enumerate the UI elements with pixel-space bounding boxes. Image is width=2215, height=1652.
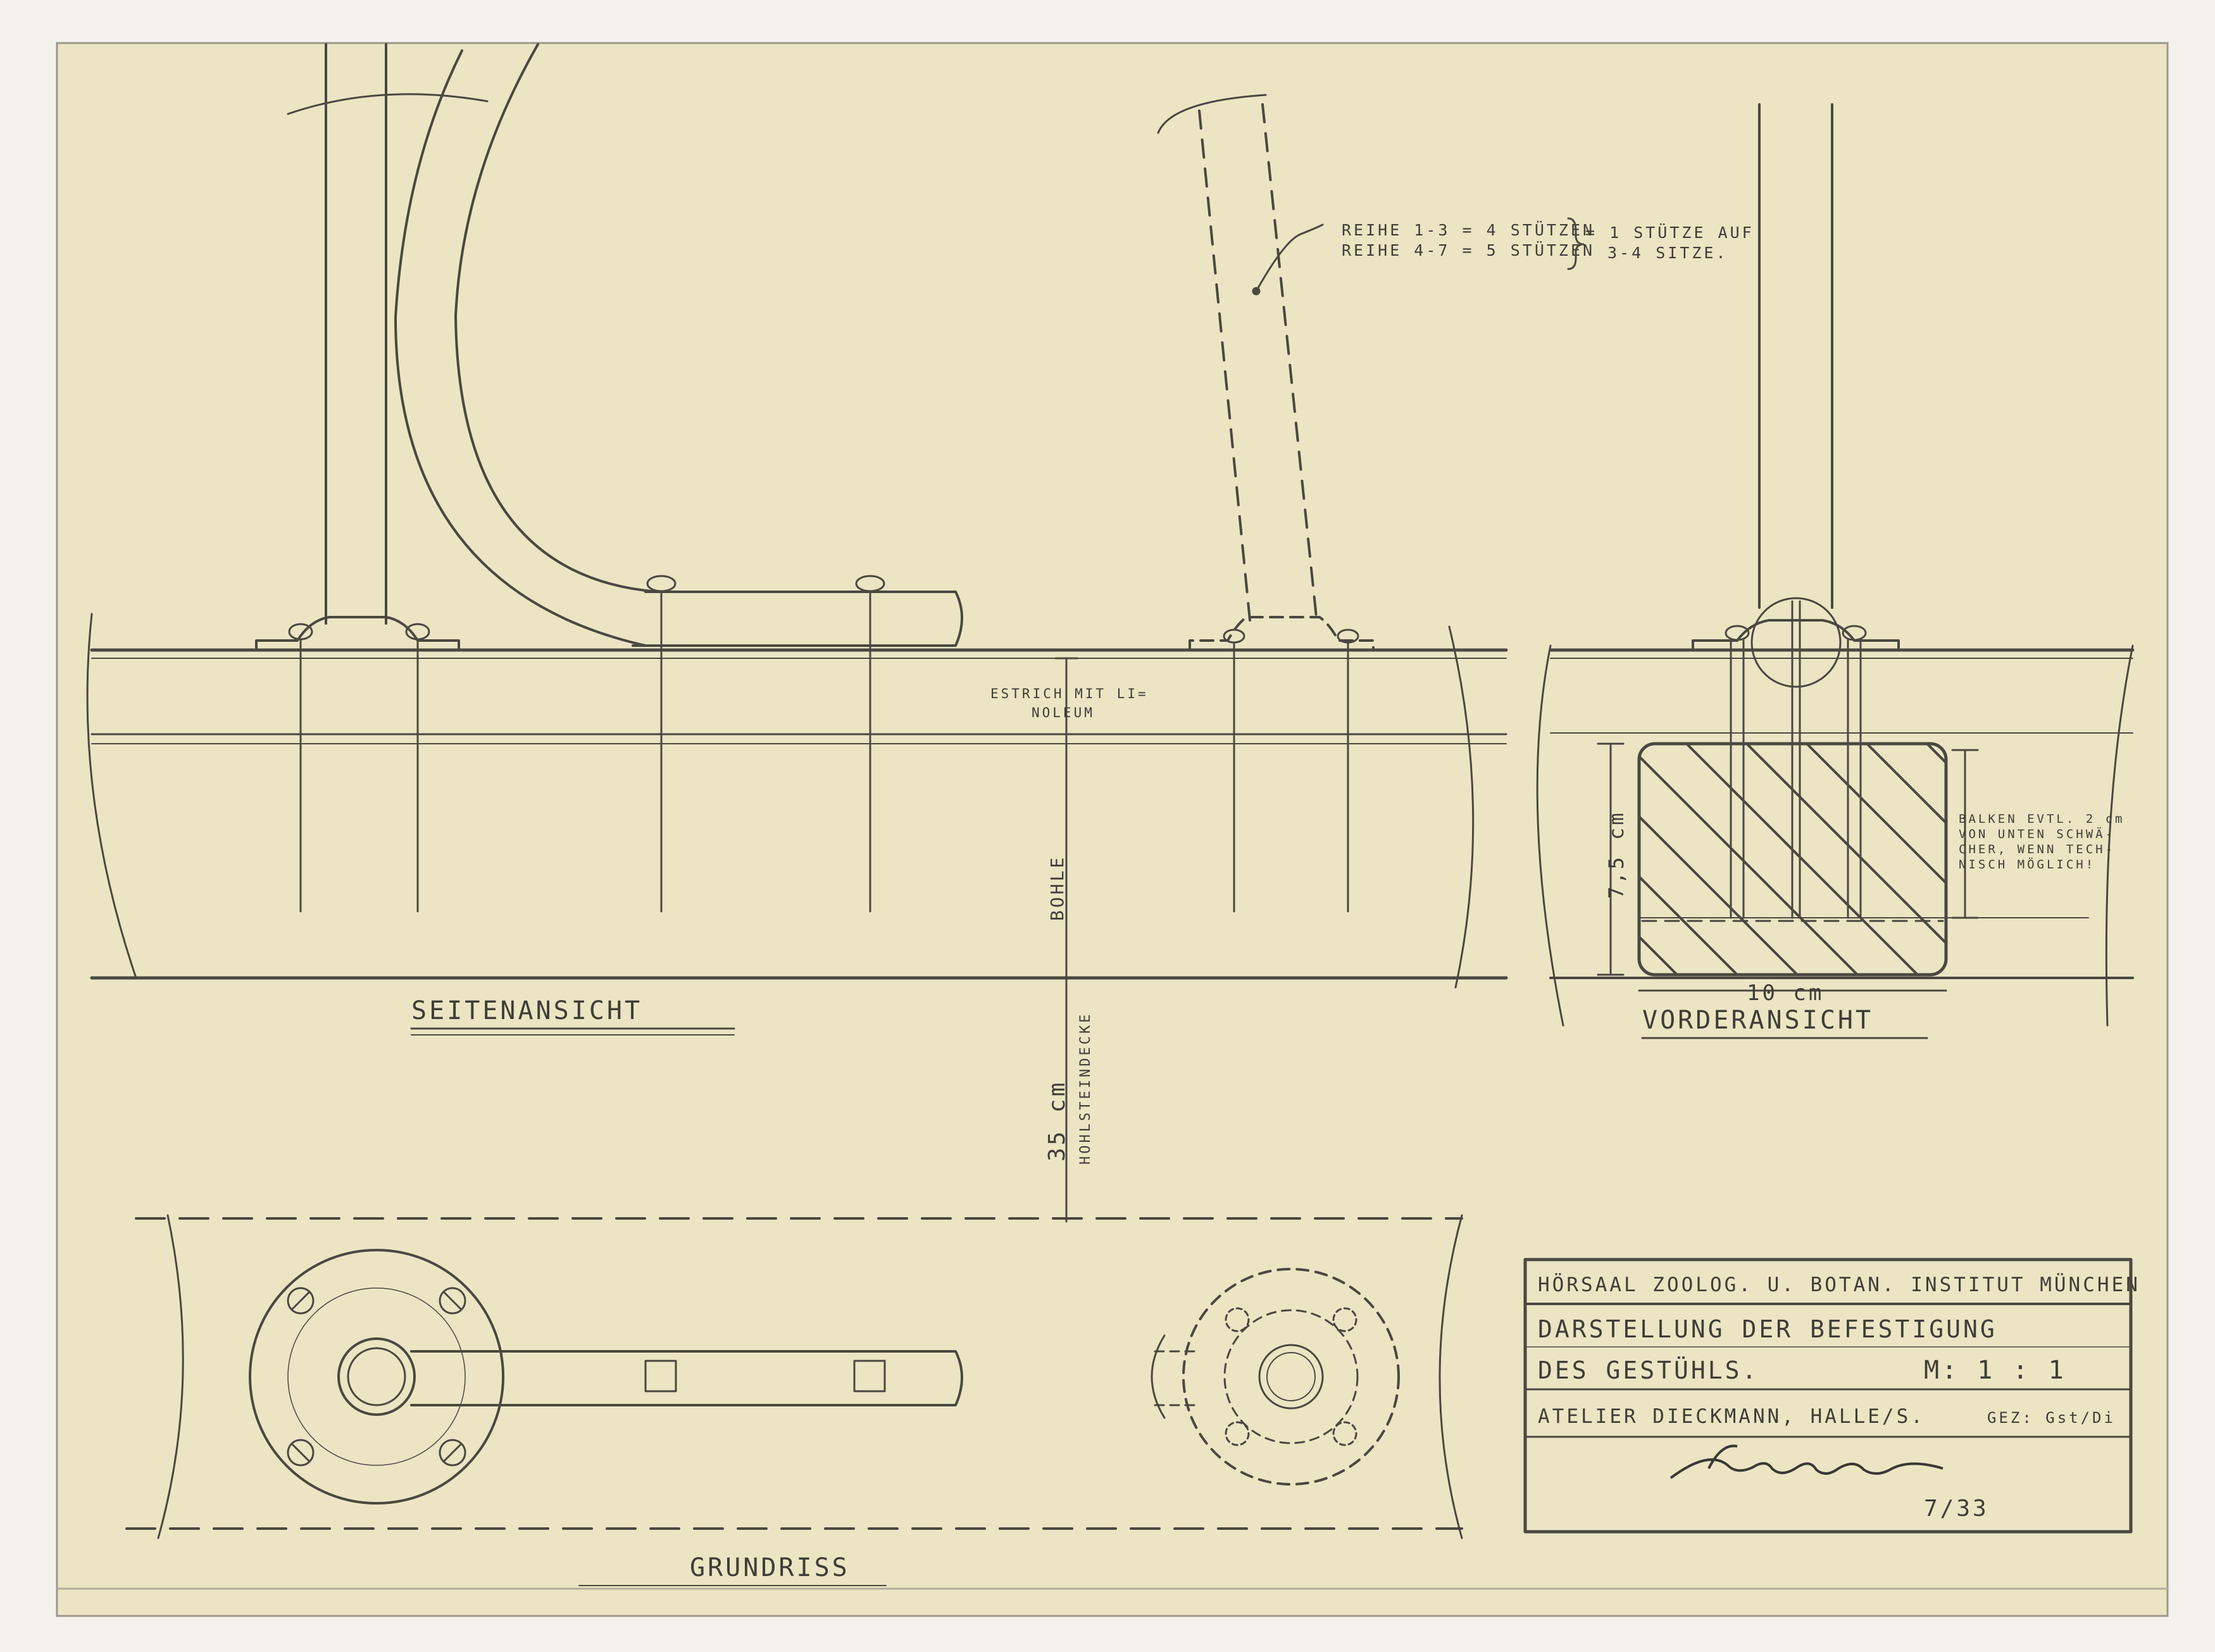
screw-top (439, 1439, 466, 1467)
hatch-line (1685, 744, 1919, 975)
leg-tube-outer (337, 1337, 416, 1416)
runner-inner (454, 43, 659, 593)
beam-hatching (1639, 744, 1946, 975)
leg-tube-inner (347, 1347, 406, 1406)
screw-top (439, 1287, 466, 1315)
screw-top (1332, 1421, 1357, 1446)
signature (1669, 1444, 1944, 1479)
screw-top (1225, 1421, 1250, 1446)
support-note: REIHE 1-3 = 4 STÜTZEN REIHE 4-7 = 5 STÜT… (1342, 217, 1754, 270)
base-plate (255, 616, 460, 651)
screw-slot (291, 1291, 310, 1310)
client-text: HÖRSAAL ZOOLOG. U. BOTAN. INSTITUT MÜNCH… (1538, 1273, 2140, 1296)
base-plate-dashed (1189, 616, 1375, 651)
front-view-title: VORDERANSICHT (1642, 1006, 1873, 1035)
beam-note-4: NISCH MÖGLICH! (1959, 857, 2095, 872)
hatch-line (1806, 744, 1946, 975)
hatch-line (1639, 744, 1738, 975)
side-view-title: SEITENANSICHT (411, 996, 642, 1025)
screed-label-2: NOLEUM (1032, 705, 1095, 720)
title-line-1: DARSTELLUNG DER BEFESTIGUNG (1538, 1315, 1997, 1343)
screw-slot (443, 1291, 462, 1310)
screw-head (1842, 625, 1867, 641)
runner-hole (853, 1360, 886, 1392)
date-text: 7/33 (1924, 1496, 1989, 1522)
leg-break-curve (287, 93, 489, 115)
tracing-paper (56, 42, 2169, 1617)
plan-view (125, 1214, 1463, 1539)
plan-break-left (157, 1214, 184, 1539)
round-base-dashed (1182, 1268, 1400, 1486)
hatch-line (1639, 744, 1799, 975)
drawn-by-text: GEZ: Gst/Di (1987, 1409, 2116, 1427)
hatch-line (1866, 744, 1946, 975)
screw-slot (443, 1443, 462, 1462)
beam-section (1637, 742, 1948, 977)
hatch-line (1745, 744, 1946, 975)
screw-slot (291, 1443, 310, 1462)
title-block-frame (1523, 1258, 2133, 1534)
front-break-right (2105, 644, 2134, 1027)
left-break-line (86, 613, 137, 979)
front-base-plate (1692, 619, 1900, 651)
screw-group-side (288, 575, 885, 913)
screw-top (1225, 1307, 1250, 1332)
runner-outer (394, 49, 647, 647)
beam-note-3: CHER, WENN TECH- (1959, 842, 2115, 856)
note-leader (1255, 223, 1324, 292)
screed-label-1: ESTRICH MIT LI= (990, 686, 1149, 701)
office-text: ATELIER DIECKMANN, HALLE/S. (1538, 1405, 1925, 1428)
hatch-line (1639, 744, 1859, 975)
leg-break-curve-2 (1157, 94, 1267, 134)
front-break-left (1536, 644, 1564, 1027)
beam-note-1: BALKEN EVTL. 2 cm (1959, 812, 2125, 826)
screw-top (287, 1287, 315, 1315)
leg-tube-plan-inner (1266, 1352, 1316, 1401)
title-block (1523, 1258, 2133, 1534)
note-row2: REIHE 4-7 = 5 STÜTZEN (1342, 241, 1595, 260)
slab-label: HOHLSTEINDECKE (1078, 1012, 1094, 1165)
screw-top (287, 1439, 315, 1467)
runner-foot (632, 591, 963, 647)
plan-break-small (1151, 1334, 1166, 1419)
beam-note-2: VON UNTEN SCHWÄ- (1959, 827, 2115, 841)
screw-head (1725, 625, 1750, 641)
runner-plan (410, 1350, 963, 1406)
round-base-inner (287, 1287, 466, 1466)
round-base-dashed-inner (1223, 1309, 1359, 1444)
beam-height-label: 7,5 cm (1604, 810, 1628, 899)
leader-dot (1252, 287, 1261, 296)
beam-width-label: 10 cm (1747, 980, 1824, 1006)
note-result-2: 3-4 SITZE. (1607, 244, 1728, 262)
front-runner-circle (1750, 597, 1842, 688)
side-break-line (1448, 625, 1475, 989)
plank-label: BOHLE (1047, 855, 1068, 921)
note-result-1: = 1 STÜTZE AUF (1585, 223, 1754, 242)
side-view (86, 43, 1508, 1223)
front-view (1536, 103, 2135, 1027)
runner-hole (644, 1360, 677, 1392)
note-row1: REIHE 1-3 = 4 STÜTZEN (1342, 221, 1595, 239)
title-line-2: DES GESTÜHLS. (1538, 1356, 1759, 1384)
leg-tube-plan (1258, 1344, 1324, 1410)
slab-thickness-label: 35 cm (1044, 1080, 1070, 1161)
plan-view-title: GRUNDRISS (690, 1553, 850, 1582)
plan-break-right (1438, 1214, 1463, 1539)
screw-top (1332, 1307, 1357, 1332)
note-brace (1567, 217, 1585, 270)
round-base (249, 1249, 504, 1505)
scale-text: M: 1 : 1 (1924, 1356, 2066, 1385)
